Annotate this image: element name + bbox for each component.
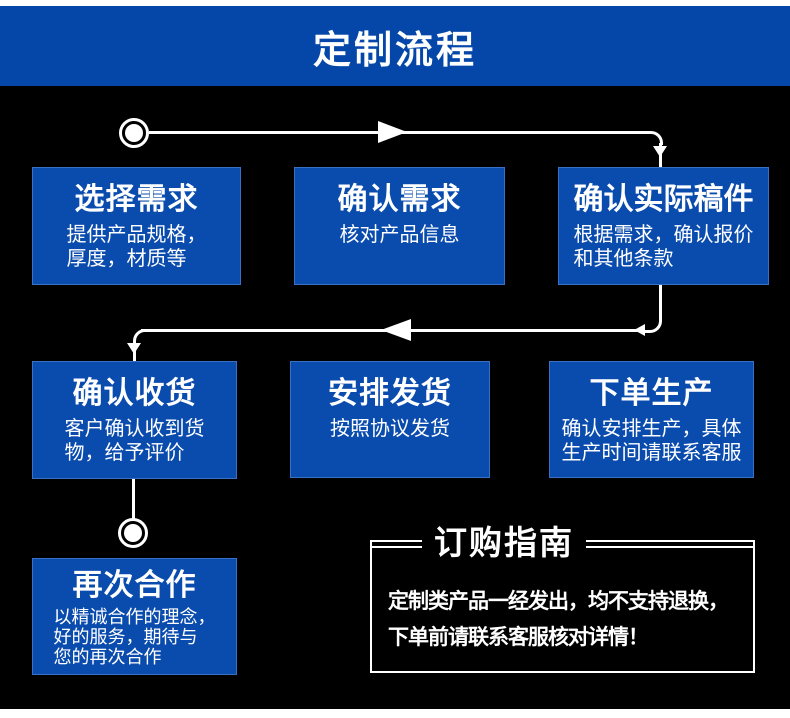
arrow-down-icon bbox=[127, 343, 141, 354]
end-node-icon bbox=[118, 518, 148, 548]
connector-line bbox=[659, 285, 662, 321]
step-sub-line: 您的再次合作 bbox=[53, 647, 162, 667]
step-title: 确认需求 bbox=[337, 183, 462, 216]
end-node-core bbox=[124, 524, 142, 542]
order-guide-title: 订购指南 bbox=[422, 525, 586, 561]
step-sub-line: 客户确认收到货 bbox=[64, 418, 205, 440]
step-box-select-needs: 选择需求 提供产品规格， 厚度，材质等 bbox=[32, 167, 241, 285]
arrow-down-icon bbox=[653, 146, 667, 157]
order-guide-line: 定制类产品一经发出，均不支持退换， bbox=[388, 590, 729, 613]
step-box-place-order: 下单生产 确认安排生产，具体 生产时间请联系客服 bbox=[549, 361, 754, 478]
step-sub-line: 提供产品规格， bbox=[66, 224, 207, 246]
step-box-confirm-draft: 确认实际稿件 根据需求，确认报价 和其他条款 bbox=[558, 167, 769, 285]
step-sub-line: 以精诚合作的理念， bbox=[53, 607, 216, 627]
step-title: 选择需求 bbox=[74, 183, 199, 216]
step-sub-line: 物，给予评价 bbox=[64, 442, 185, 464]
step-sub-line: 生产时间请联系客服 bbox=[561, 442, 742, 464]
order-guide-line: 下单前请联系客服核对详情！ bbox=[388, 626, 649, 649]
start-node-icon bbox=[119, 118, 149, 148]
bottom-white-strip bbox=[0, 709, 790, 718]
page-title: 定制流程 bbox=[312, 29, 477, 72]
step-title: 确认收货 bbox=[72, 377, 197, 410]
step-sub-line: 确认安排生产，具体 bbox=[561, 418, 742, 440]
connector-corner bbox=[645, 318, 662, 333]
connector-corner bbox=[648, 131, 663, 145]
arrow-right-icon bbox=[378, 121, 407, 143]
top-white-strip bbox=[0, 0, 790, 6]
start-node-core bbox=[125, 124, 143, 142]
connector-corner bbox=[133, 329, 148, 343]
step-box-confirm-receipt: 确认收货 客户确认收到货 物，给予评价 bbox=[32, 361, 237, 479]
step-title: 确认实际稿件 bbox=[573, 183, 754, 216]
step-title: 下单生产 bbox=[589, 377, 714, 410]
step-title: 安排发货 bbox=[328, 377, 452, 410]
step-sub-line: 好的服务，期待与 bbox=[53, 627, 198, 647]
step-title: 再次合作 bbox=[72, 569, 197, 602]
connector-line bbox=[132, 479, 135, 519]
step-sub-line: 按照协议发货 bbox=[330, 418, 450, 440]
order-guide-panel: 订购指南 定制类产品一经发出，均不支持退换， 下单前请联系客服核对详情！ bbox=[370, 525, 755, 673]
step-box-arrange-shipping: 安排发货 按照协议发货 bbox=[290, 361, 490, 478]
step-box-confirm-needs: 确认需求 核对产品信息 bbox=[294, 167, 505, 285]
header-banner: 定制流程 bbox=[0, 6, 790, 86]
step-sub-line: 和其他条款 bbox=[573, 248, 674, 270]
step-sub-line: 核对产品信息 bbox=[339, 224, 460, 246]
step-box-repeat-cooperation: 再次合作 以精诚合作的理念， 好的服务，期待与 您的再次合作 bbox=[32, 558, 237, 675]
step-sub-line: 根据需求，确认报价 bbox=[573, 224, 754, 246]
step-sub-line: 厚度，材质等 bbox=[66, 248, 187, 270]
arrow-left-icon bbox=[381, 319, 411, 341]
